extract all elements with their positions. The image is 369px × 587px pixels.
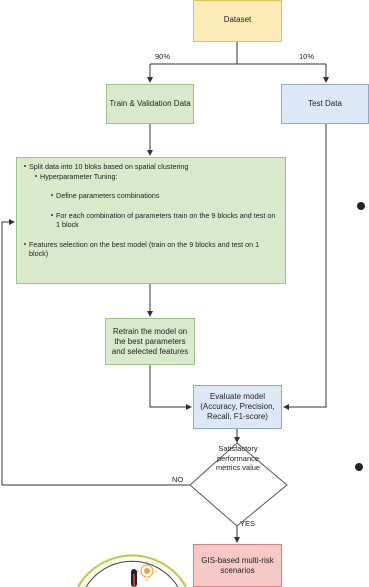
steps-list: Split data into 10 bloks based on spatia… xyxy=(21,162,279,259)
dataset-node: Dataset xyxy=(193,0,282,42)
step-hyperparameter-text: Hyperparameter Tuning: xyxy=(40,171,118,181)
retrain-label: Retrain the model on the best parameters… xyxy=(111,326,189,356)
train-validation-node: Train & Validation Data xyxy=(106,84,194,124)
train-split-label: 90% xyxy=(155,52,171,61)
test-data-label: Test Data xyxy=(308,99,342,108)
evaluate-node: Evaluate model (Accuracy, Precision, Rec… xyxy=(193,385,282,429)
dataset-label: Dataset xyxy=(223,15,252,24)
step-for-each-text: For each combination of parameters train… xyxy=(56,210,276,230)
step-split: Split data into 10 bloks based on spatia… xyxy=(24,162,279,230)
no-label: NO xyxy=(172,475,184,484)
step-features-text: Features selection on the best model (tr… xyxy=(29,239,260,259)
decision-diamond xyxy=(189,442,288,527)
yes-label: YES xyxy=(240,519,256,528)
thermometer-icon xyxy=(77,554,187,587)
evaluate-label: Evaluate model (Accuracy, Precision, Rec… xyxy=(200,392,275,421)
step-define-text: Define parameters combinations xyxy=(56,191,160,200)
step-split-text: Split data into 10 bloks based on spatia… xyxy=(29,162,189,171)
gis-node: GIS-based multi-risk scenarios xyxy=(193,544,282,587)
step-hyperparameter: Hyperparameter Tuning: Define parameters… xyxy=(35,171,279,230)
train-validation-label: Train & Validation Data xyxy=(109,99,191,108)
edge-testdata-evaluate xyxy=(283,124,327,410)
gis-label: GIS-based multi-risk scenarios xyxy=(201,555,274,575)
decision-label: Satisfactory performance metrics value xyxy=(215,444,261,472)
edge-retrain-evaluate xyxy=(149,365,192,410)
test-split-label: 10% xyxy=(299,52,315,61)
step-define: Define parameters combinations xyxy=(51,191,279,201)
training-steps-node: Split data into 10 bloks based on spatia… xyxy=(16,157,286,284)
retrain-node: Retrain the model on the best parameters… xyxy=(105,318,195,365)
step-features: Features selection on the best model (tr… xyxy=(24,239,279,259)
step-for-each: For each combination of parameters train… xyxy=(51,210,279,230)
bullet-dot xyxy=(355,463,363,471)
bullet-dot xyxy=(357,202,365,210)
test-data-node: Test Data xyxy=(281,84,369,124)
edge-decision-no-loop xyxy=(1,219,191,486)
